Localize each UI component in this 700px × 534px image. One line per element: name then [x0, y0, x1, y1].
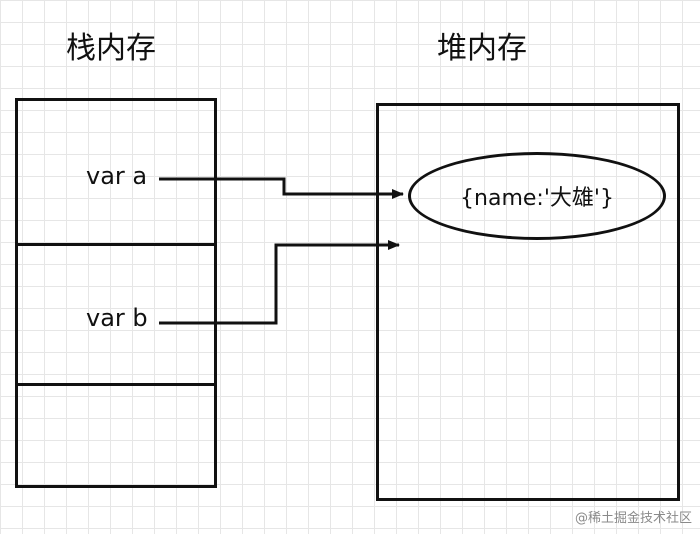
- heap-object-label: {name:'大雄'}: [460, 186, 614, 211]
- stack-variable-a: var a: [86, 162, 148, 190]
- stack-slot-divider: [15, 243, 217, 246]
- heap-object-ellipse: [408, 152, 666, 240]
- stack-memory-title: 栈内存: [66, 31, 156, 66]
- heap-memory-box: [376, 103, 680, 501]
- stack-slot-divider: [15, 383, 217, 386]
- reference-arrow-b: [159, 240, 400, 325]
- watermark-text: @稀土掘金技术社区: [574, 511, 692, 526]
- heap-memory-title: 堆内存: [437, 31, 527, 66]
- stack-variable-b: var b: [86, 304, 148, 332]
- reference-arrow-a: [159, 177, 404, 199]
- stack-memory-box: [15, 98, 217, 488]
